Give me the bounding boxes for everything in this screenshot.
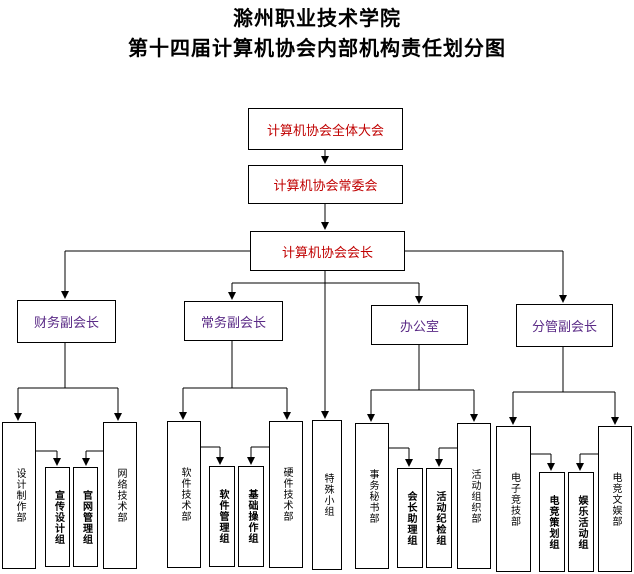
publicity-group-box: 宣传设计组 (45, 467, 70, 567)
manage-vp-box: 分管副会长 (516, 304, 613, 347)
software-dept-box: 软件技术部 (167, 421, 201, 568)
website-group-label: 官网管理组 (80, 489, 92, 545)
office-box: 办公室 (371, 305, 468, 345)
organize-dept-label: 活动组织部 (469, 468, 480, 524)
affairs-dept-label: 事务秘书部 (367, 468, 378, 524)
software-group-box: 软件管理组 (209, 466, 235, 567)
esports-tech-dept-box: 电子竞技部 (496, 426, 531, 572)
design-dept-box: 设计制作部 (2, 422, 36, 569)
school-title: 滁州职业技术学院 (233, 6, 401, 30)
standing-committee-box: 计算机协会常委会 (248, 165, 403, 204)
esports-plan-group-box: 电竞策划组 (539, 472, 565, 572)
finance-vp-box: 财务副会长 (17, 300, 116, 343)
hardware-dept-box: 硬件技术部 (269, 421, 303, 568)
entertainment-group-label: 娱乐活动组 (576, 494, 587, 550)
entertainment-group-box: 娱乐活动组 (568, 472, 594, 572)
assembly-box: 计算机协会全体大会 (248, 108, 403, 150)
esports-culture-dept-box: 电竞文娱部 (598, 426, 632, 572)
publicity-group-label: 宣传设计组 (52, 489, 64, 545)
esports-culture-dept-label: 电竞文娱部 (610, 471, 621, 527)
design-dept-label: 设计制作部 (14, 468, 25, 523)
general-vp-box: 常务副会长 (184, 301, 283, 341)
basic-ops-group-box: 基础操作组 (238, 466, 264, 567)
software-dept-label: 软件技术部 (179, 467, 190, 522)
discipline-group-box: 活动纪检组 (426, 468, 452, 568)
esports-tech-dept-label: 电子竞技部 (508, 471, 520, 527)
discipline-group-label: 活动纪检组 (434, 490, 445, 546)
special-group-box: 特殊小组 (312, 420, 342, 570)
chart-title: 第十四届计算机协会内部机构责任划分图 (128, 36, 506, 60)
organize-dept-box: 活动组织部 (457, 423, 491, 569)
hardware-dept-label: 硬件技术部 (281, 467, 292, 522)
basic-ops-group-label: 基础操作组 (246, 489, 257, 544)
assistant-group-box: 会长助理组 (397, 468, 423, 568)
esports-plan-group-label: 电竞策划组 (547, 494, 558, 550)
network-dept-label: 网络技术部 (115, 468, 126, 523)
special-group-label: 特殊小组 (322, 473, 333, 517)
president-box: 计算机协会会长 (250, 231, 405, 271)
assistant-group-label: 会长助理组 (405, 490, 416, 546)
software-group-label: 软件管理组 (217, 489, 228, 544)
website-group-box: 官网管理组 (73, 467, 98, 567)
network-dept-box: 网络技术部 (103, 422, 137, 569)
affairs-dept-box: 事务秘书部 (355, 423, 389, 569)
